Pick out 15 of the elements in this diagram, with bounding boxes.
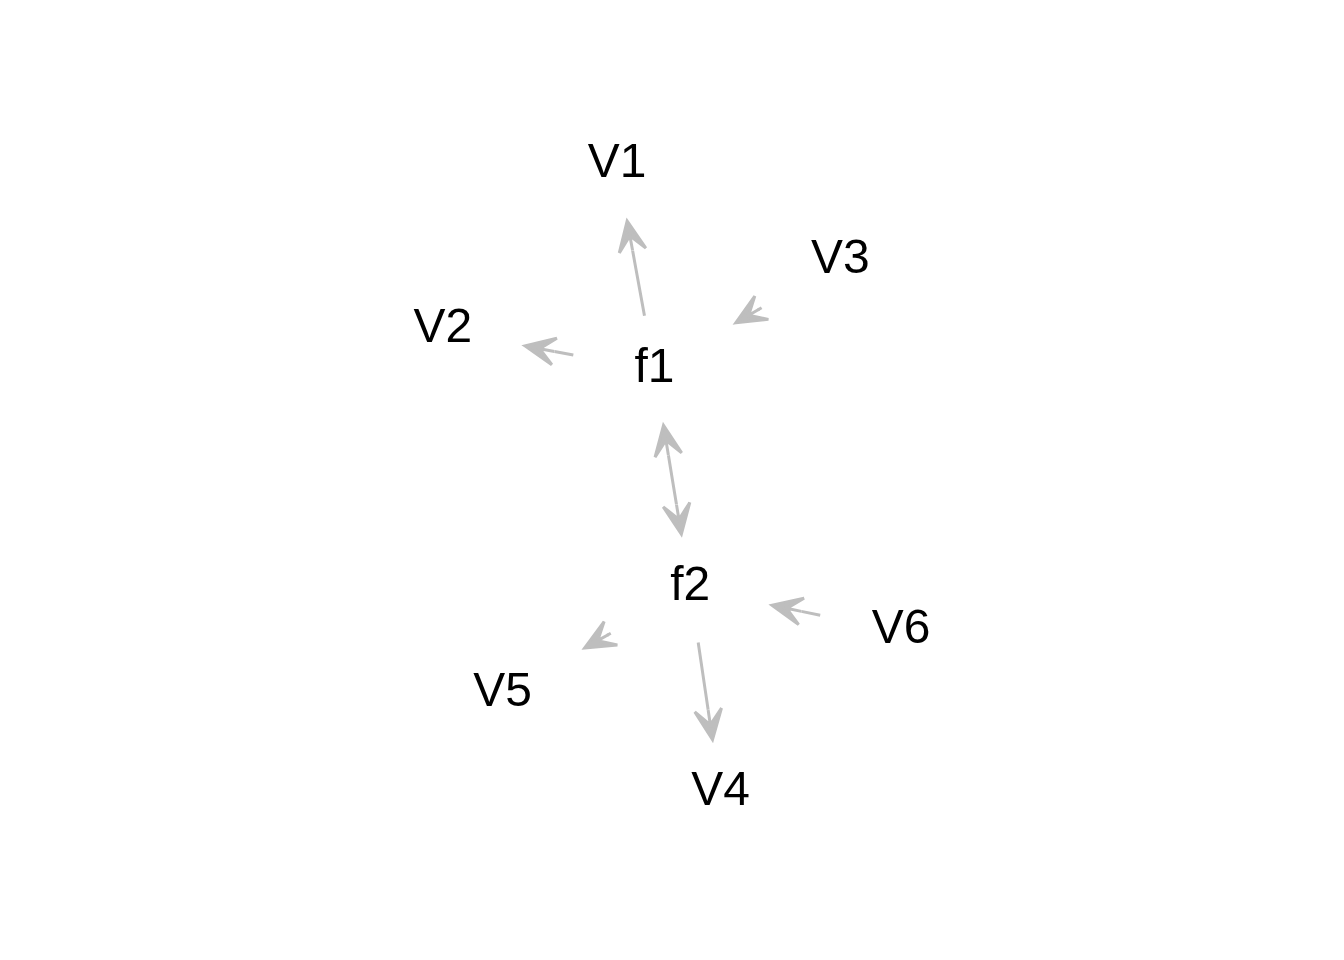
node-text: f1 bbox=[634, 338, 675, 392]
arrow bbox=[734, 294, 770, 325]
arrow bbox=[617, 219, 648, 316]
node-text: V3 bbox=[810, 230, 870, 284]
node-text: V1 bbox=[587, 134, 647, 188]
node-text: V2 bbox=[413, 298, 473, 352]
node-text: V5 bbox=[473, 662, 532, 716]
node-text: V4 bbox=[691, 762, 750, 816]
node-text: f2 bbox=[670, 556, 711, 610]
arrow bbox=[770, 596, 821, 627]
arrow bbox=[523, 336, 574, 367]
arrow bbox=[653, 423, 692, 536]
node-text: V6 bbox=[871, 600, 931, 654]
arrow bbox=[693, 642, 723, 742]
arrow bbox=[583, 620, 619, 650]
